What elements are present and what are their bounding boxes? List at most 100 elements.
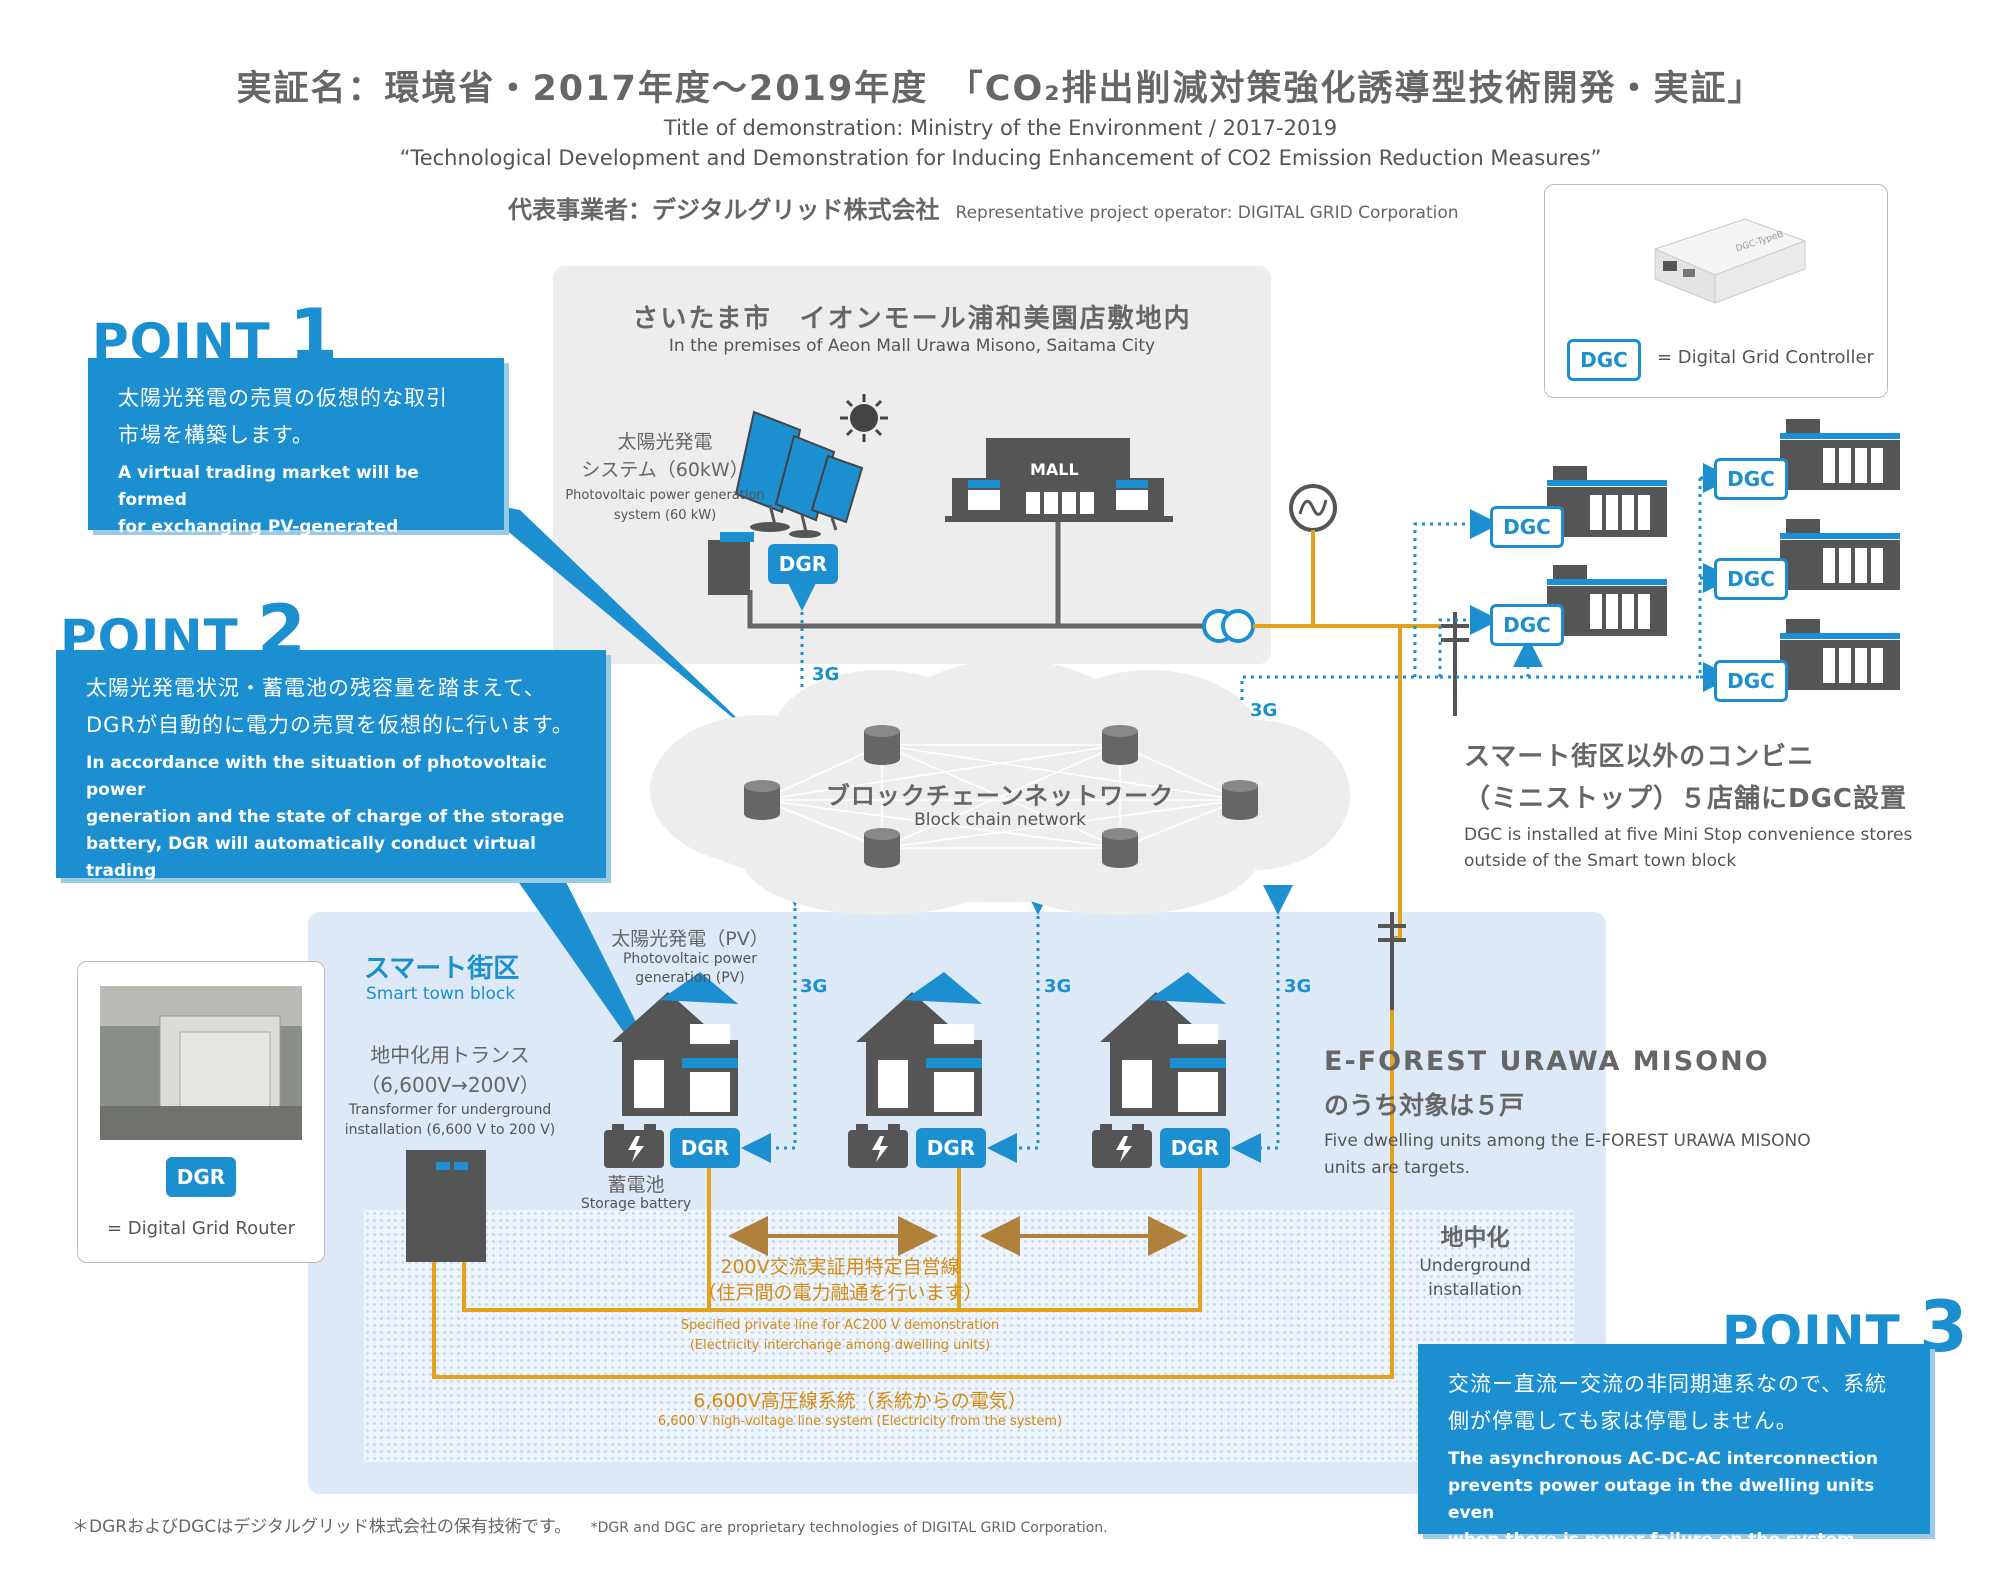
footer-note-jp: ＊DGRおよびDGCはデジタルグリッド株式会社の保有技術です。 — [72, 1517, 572, 1537]
grid-transformer-symbol-b — [1221, 609, 1255, 643]
chain-node-4 — [1102, 725, 1138, 765]
underground-subtitle: Underground installation — [1390, 1254, 1560, 1302]
line-200v-label-en: Specified private line for AC200 V demon… — [590, 1316, 1090, 1356]
point3-en-2: prevents power outage in the dwelling un… — [1448, 1476, 1875, 1523]
point2-jp-2: DGRが自動的に電力の売買を仮想的に行います。 — [86, 713, 574, 737]
house-pv-label: 太陽光発電（PV） — [611, 928, 769, 950]
mall-area-subtitle: In the premises of Aeon Mall Urawa Mison… — [668, 336, 1156, 356]
battery-icon-2 — [848, 1124, 908, 1168]
eforest-desc-1: Five dwelling units among the E-FOREST U… — [1324, 1131, 1811, 1151]
transformer-label: 地中化用トランス （6,600V→200V） — [330, 1040, 570, 1100]
mall-sign: MALL — [1030, 460, 1079, 479]
dgr-legend-box: DGR = Digital Grid Router — [77, 961, 325, 1263]
mall-pv-en-label: Photovoltaic power generation system (60… — [555, 486, 775, 526]
point3-jp-1: 交流ー直流ー交流の非同期連系なので、系統 — [1448, 1372, 1888, 1396]
house1-dgr-tag: DGR — [670, 1128, 740, 1168]
transformer-label-1: 地中化用トランス — [370, 1043, 530, 1067]
point1-jp-2: 市場を構築します。 — [118, 423, 314, 447]
house-pv-en-2: generation (PV) — [635, 970, 745, 986]
high-voltage-6600v-line — [432, 938, 1394, 1379]
underground-area — [364, 1210, 1574, 1462]
battery-icon-3 — [1092, 1124, 1152, 1168]
mall-pv-label: 太陽光発電 システム（60kW） — [560, 428, 770, 484]
store-icon-2 — [1547, 565, 1667, 636]
page-title: 実証名：環境省・2017年度〜2019年度 「CO₂排出削減対策強化誘導型技術開… — [236, 69, 1765, 109]
house2-3g-link — [987, 885, 1053, 1163]
label-3g-house1: 3G — [800, 976, 828, 997]
footer-note-en: *DGR and DGC are proprietary technologie… — [590, 1520, 1108, 1536]
house-pv-en-1: Photovoltaic power — [622, 951, 758, 967]
mall-area-title: さいたま市 イオンモール浦和美園店敷地内 — [632, 304, 1192, 334]
point1-en-2: for exchanging PV-generated electricity. — [118, 517, 399, 564]
line-200v-label-en-2: (Electricity interchange among dwelling … — [689, 1338, 991, 1353]
house3-dgr-tag: DGR — [1160, 1128, 1230, 1168]
mall-building-icon — [945, 438, 1173, 522]
blockchain-nodes — [744, 725, 1258, 868]
point1-en: A virtual trading market will be formed … — [118, 460, 474, 568]
dgc-tag-store-2: DGC — [1490, 604, 1564, 646]
mall-pv-en-1: Photovoltaic power generation — [565, 488, 765, 503]
point2-en-1: In accordance with the situation of phot… — [86, 753, 547, 800]
dgc-tag-store-1: DGC — [1490, 506, 1564, 548]
utility-pole-upper — [1441, 612, 1469, 716]
ministop-desc-2: outside of the Smart town block — [1464, 851, 1737, 871]
point3-jp-2: 側が停電しても家は停電しません。 — [1448, 1409, 1798, 1433]
pv-inverter-icon — [708, 532, 754, 595]
dgc-device-image — [1653, 218, 1807, 304]
point1-en-1: A virtual trading market will be formed — [118, 463, 419, 510]
blockchain-title: ブロックチェーンネットワーク — [825, 782, 1175, 810]
transformer-label-en: Transformer for underground installation… — [330, 1100, 570, 1140]
store-icon-4 — [1780, 519, 1900, 590]
footer-note: ＊DGRおよびDGCはデジタルグリッド株式会社の保有技術です。 *DGR and… — [72, 1512, 1108, 1537]
mall-area-panel — [553, 266, 1271, 664]
dgr-photo — [100, 986, 302, 1140]
dgc-legend-text: = Digital Grid Controller — [1657, 347, 1874, 368]
line-200v-label-2: （住戸間の電力融通を行います） — [697, 1282, 983, 1304]
solar-panel-array-icon — [734, 410, 864, 538]
point1-pointer — [470, 500, 762, 742]
sun-icon — [840, 394, 888, 442]
store-icon-3 — [1780, 419, 1900, 490]
house-icon-2 — [856, 972, 982, 1116]
house-icon-1 — [612, 972, 738, 1116]
dgc-legend-tag: DGC — [1567, 339, 1641, 381]
transformer-label-2: （6,600V→200V） — [360, 1073, 540, 1097]
underground-title: 地中化 — [1440, 1225, 1510, 1251]
store-icon-5 — [1780, 619, 1900, 690]
label-3g-house2: 3G — [1044, 976, 1072, 997]
blockchain-subtitle: Block chain network — [914, 810, 1086, 830]
eforest-desc: Five dwelling units among the E-FOREST U… — [1324, 1128, 1811, 1182]
smart-block-title: スマート街区 — [364, 954, 520, 984]
smart-block-subtitle: Smart town block — [366, 984, 516, 1004]
mall-pv-jp-1: 太陽光発電 — [617, 431, 713, 453]
operator-jp: 代表事業者：デジタルグリッド株式会社 — [508, 196, 940, 224]
dgr-legend-text: = Digital Grid Router — [106, 1218, 296, 1239]
point3-en-3: when there is power failure on the syste… — [1448, 1530, 1855, 1577]
line-200v-label-en-1: Specified private line for AC200 V demon… — [680, 1318, 1000, 1333]
mall-pv-jp-2: システム（60kW） — [581, 459, 749, 481]
line-200v-label-1: 200V交流実証用特定自営線 — [720, 1256, 960, 1278]
point3-box: 交流ー直流ー交流の非同期連系なので、系統 側が停電しても家は停電しません。 Th… — [1418, 1344, 1930, 1577]
chain-node-5 — [1102, 828, 1138, 868]
dgc-tag-store-5: DGC — [1714, 660, 1788, 702]
transformer-label-en-1: Transformer for underground — [348, 1102, 552, 1118]
house1-3g-link — [741, 877, 810, 1163]
label-3g-mall: 3G — [812, 664, 840, 685]
battery-icon-1 — [604, 1124, 664, 1168]
house3-3g-link — [1231, 885, 1293, 1163]
point2-en-2: generation and the state of charge of th… — [86, 807, 565, 827]
house-icon-3 — [1100, 972, 1226, 1116]
dgc-tag-store-4: DGC — [1714, 558, 1788, 600]
store-icon-1 — [1547, 466, 1667, 537]
dgc-tag-store-3: DGC — [1714, 458, 1788, 500]
ministop-desc-1: DGC is installed at five Mini Stop conve… — [1464, 825, 1913, 845]
line-6600v-label: 6,600V高圧線系統（系統からの電気） — [693, 1390, 1027, 1412]
dgr-legend-tag: DGR — [166, 1157, 236, 1197]
point2-en: In accordance with the situation of phot… — [86, 750, 576, 912]
dgc-legend-box: DGC-TypeB DGC = Digital Grid Controller — [1544, 184, 1888, 398]
point3-en-1: The asynchronous AC-DC-AC interconnectio… — [1448, 1449, 1879, 1469]
ministop-title-1: スマート街区以外のコンビニ — [1464, 742, 1815, 772]
private-200v-line — [462, 1155, 1202, 1312]
